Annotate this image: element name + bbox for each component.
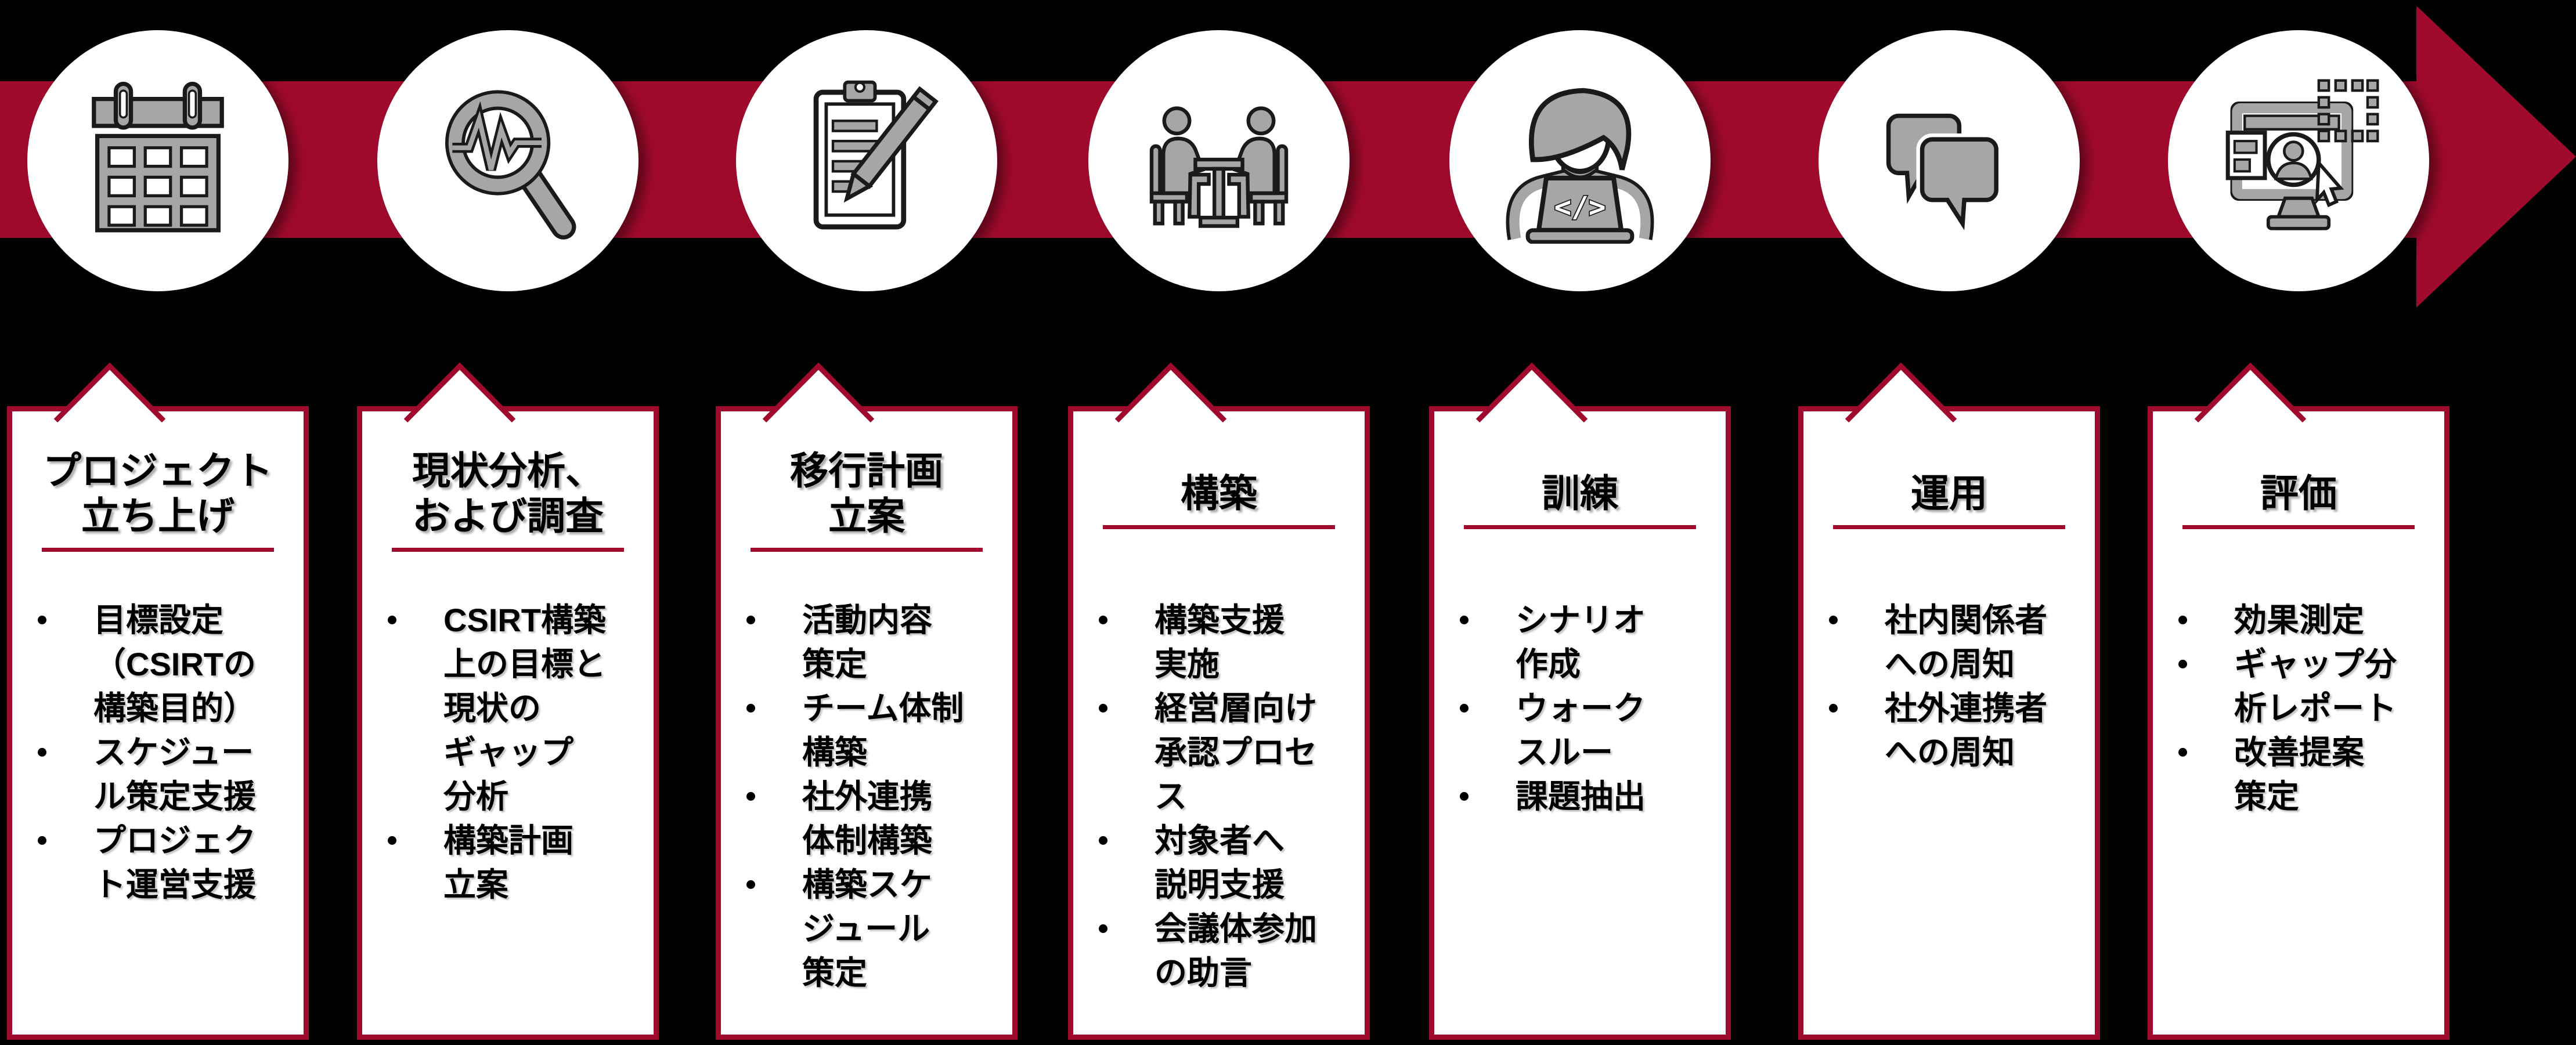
title-underline [1833, 525, 2065, 529]
callout-notch [1845, 362, 1957, 423]
step-box: 運用 社内関係者 への周知社外連携者 への周知 [1798, 362, 2100, 1040]
bullet-item: CSIRT構築 上の目標と 現状の ギャップ 分析 [388, 598, 634, 819]
step-title: 訓練 [1542, 471, 1618, 515]
step-bullets: 活動内容 策定チーム体制 構築社外連携 体制構築構築スケ ジュール 策定 [746, 598, 993, 995]
bullet-item: 構築計画 立案 [388, 819, 634, 907]
bullet-item: 改善提案 策定 [2178, 731, 2425, 819]
callout-notch [762, 362, 875, 423]
step-title: プロジェクト 立ち上げ [43, 449, 273, 537]
step-bullets: CSIRT構築 上の目標と 現状の ギャップ 分析構築計画 立案 [388, 598, 634, 907]
step-icon-circle [2168, 30, 2429, 291]
step-title: 現状分析、 および調査 [412, 449, 604, 537]
step-bullets: シナリオ 作成ウォーク スルー課題抽出 [1460, 598, 1706, 819]
clipboard-pencil-icon [782, 75, 951, 247]
bullet-item: 会議体参加 の助言 [1099, 907, 1345, 995]
step-box: 移行計画 立案 活動内容 策定チーム体制 構築社外連携 体制構築構築スケ ジュー… [716, 362, 1018, 1040]
step-title-area: 構築 [1073, 447, 1365, 552]
bullet-item: シナリオ 作成 [1460, 598, 1706, 686]
step-bullets: 目標設定 （CSIRTの 構築目的）スケジュー ル策定支援プロジェク ト運営支援 [38, 598, 284, 907]
bullet-item: 効果測定 [2178, 598, 2425, 642]
step-box: 訓練 シナリオ 作成ウォーク スルー課題抽出 [1429, 362, 1731, 1040]
step-title-area: 運用 [1803, 447, 2095, 552]
title-underline [1464, 525, 1696, 529]
step-icon-circle [1088, 30, 1350, 291]
bullet-item: ウォーク スルー [1460, 686, 1706, 775]
step-icon-circle [27, 30, 288, 291]
bullet-item: 社内関係者 への周知 [1829, 598, 2075, 686]
step-icon-circle [377, 30, 638, 291]
step-icon-circle [736, 30, 997, 291]
step-box: プロジェクト 立ち上げ 目標設定 （CSIRTの 構築目的）スケジュー ル策定支… [7, 362, 309, 1040]
bullet-item: 経営層向け 承認プロセ ス [1099, 686, 1345, 819]
title-underline [2182, 525, 2415, 529]
bullet-item: プロジェク ト運営支援 [38, 819, 284, 907]
bullet-item: 活動内容 策定 [746, 598, 993, 686]
title-underline [42, 547, 274, 552]
bullet-item: 社外連携 体制構築 [746, 775, 993, 863]
title-underline [751, 547, 983, 552]
title-underline [392, 547, 624, 552]
bullet-item: スケジュー ル策定支援 [38, 731, 284, 819]
analysis-magnifier-icon [424, 75, 592, 247]
calendar-icon [74, 75, 242, 247]
process-arrow-head [2416, 6, 2576, 308]
step-title: 評価 [2260, 471, 2337, 515]
bullet-item: 対象者へ 説明支援 [1099, 819, 1345, 907]
step-title: 移行計画 立案 [790, 449, 943, 537]
callout-notch [1114, 362, 1227, 423]
step-title: 構築 [1181, 471, 1257, 515]
svg-text:</>: </> [1554, 190, 1606, 223]
bullet-item: 構築スケ ジュール 策定 [746, 863, 993, 995]
bullet-item: 社外連携者 への周知 [1829, 686, 2075, 775]
step-title-area: 移行計画 立案 [721, 447, 1012, 552]
step-icon-circle [1819, 30, 2080, 291]
bullet-item: 目標設定 （CSIRTの 構築目的） [38, 598, 284, 731]
step-icon-circle: </> [1449, 30, 1711, 291]
callout-notch [2194, 362, 2307, 423]
step-box: 現状分析、 および調査 CSIRT構築 上の目標と 現状の ギャップ 分析構築計… [357, 362, 659, 1040]
step-title: 運用 [1911, 471, 1987, 515]
step-box: 評価 効果測定ギャップ分 析レポート改善提案 策定 [2148, 362, 2449, 1040]
meeting-table-icon [1135, 75, 1303, 247]
bullet-item: チーム体制 構築 [746, 686, 993, 775]
step-title-area: 評価 [2153, 447, 2444, 552]
callout-notch [403, 362, 516, 423]
step-bullets: 構築支援 実施経営層向け 承認プロセ ス対象者へ 説明支援会議体参加 の助言 [1099, 598, 1345, 995]
person-laptop-icon: </> [1496, 75, 1664, 247]
step-bullets: 効果測定ギャップ分 析レポート改善提案 策定 [2178, 598, 2425, 819]
step-bullets: 社内関係者 への周知社外連携者 への周知 [1829, 598, 2075, 775]
step-title-area: 訓練 [1434, 447, 1726, 552]
step-title-area: プロジェクト 立ち上げ [12, 447, 304, 552]
step-title-area: 現状分析、 および調査 [362, 447, 654, 552]
callout-notch [53, 362, 166, 423]
callout-notch [1475, 362, 1588, 423]
bullet-item: 構築支援 実施 [1099, 598, 1345, 686]
chat-bubbles-icon [1865, 75, 2033, 247]
step-box: 構築 構築支援 実施経営層向け 承認プロセ ス対象者へ 説明支援会議体参加 の助… [1068, 362, 1370, 1040]
bullet-item: 課題抽出 [1460, 775, 1706, 819]
title-underline [1103, 525, 1335, 529]
monitor-user-icon [2214, 75, 2383, 247]
bullet-item: ギャップ分 析レポート [2178, 642, 2425, 731]
